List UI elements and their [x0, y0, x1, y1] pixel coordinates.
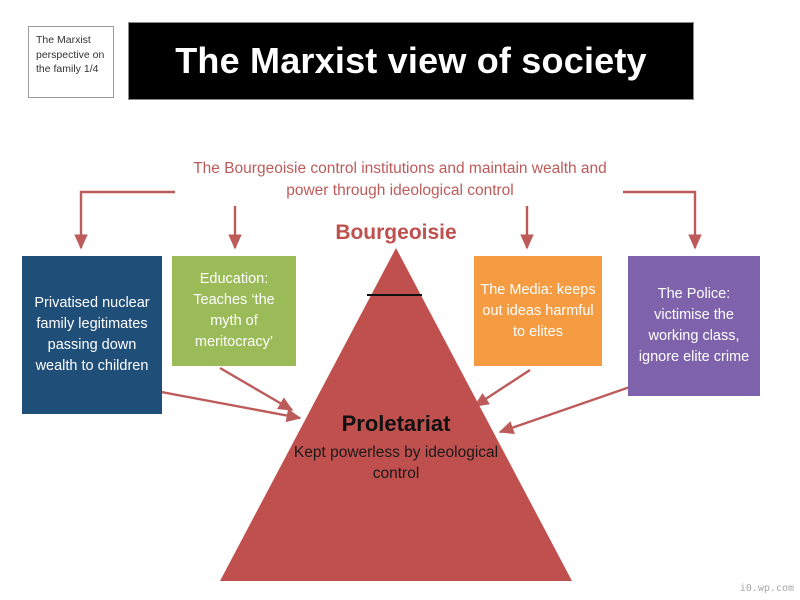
pyramid-bottom-block: Proletariat Kept powerless by ideologica… [276, 410, 516, 484]
pyramid-divider-line [367, 294, 422, 296]
institution-box-police: The Police: victimise the working class,… [628, 256, 760, 396]
pyramid-top-label: Bourgeoisie [335, 221, 457, 244]
institution-box-media: The Media: keeps out ideas harmful to el… [474, 256, 602, 366]
page-title: The Marxist view of society [175, 40, 647, 81]
title-banner: The Marxist view of society [128, 22, 694, 100]
pyramid-bottom-subtext: Kept powerless by ideological control [293, 444, 499, 482]
caption-text: The Bourgeoisie control institutions and… [193, 160, 607, 199]
institution-box-family: Privatised nuclear family legitimates pa… [22, 256, 162, 414]
corner-note: The Marxist perspective on the family 1/… [28, 26, 114, 98]
pyramid-bottom-label: Proletariat [341, 411, 451, 436]
institution-box-education: Education: Teaches ‘the myth of meritocr… [172, 256, 296, 366]
pyramid-shape [220, 248, 572, 581]
watermark: i0.wp.com [739, 583, 794, 594]
